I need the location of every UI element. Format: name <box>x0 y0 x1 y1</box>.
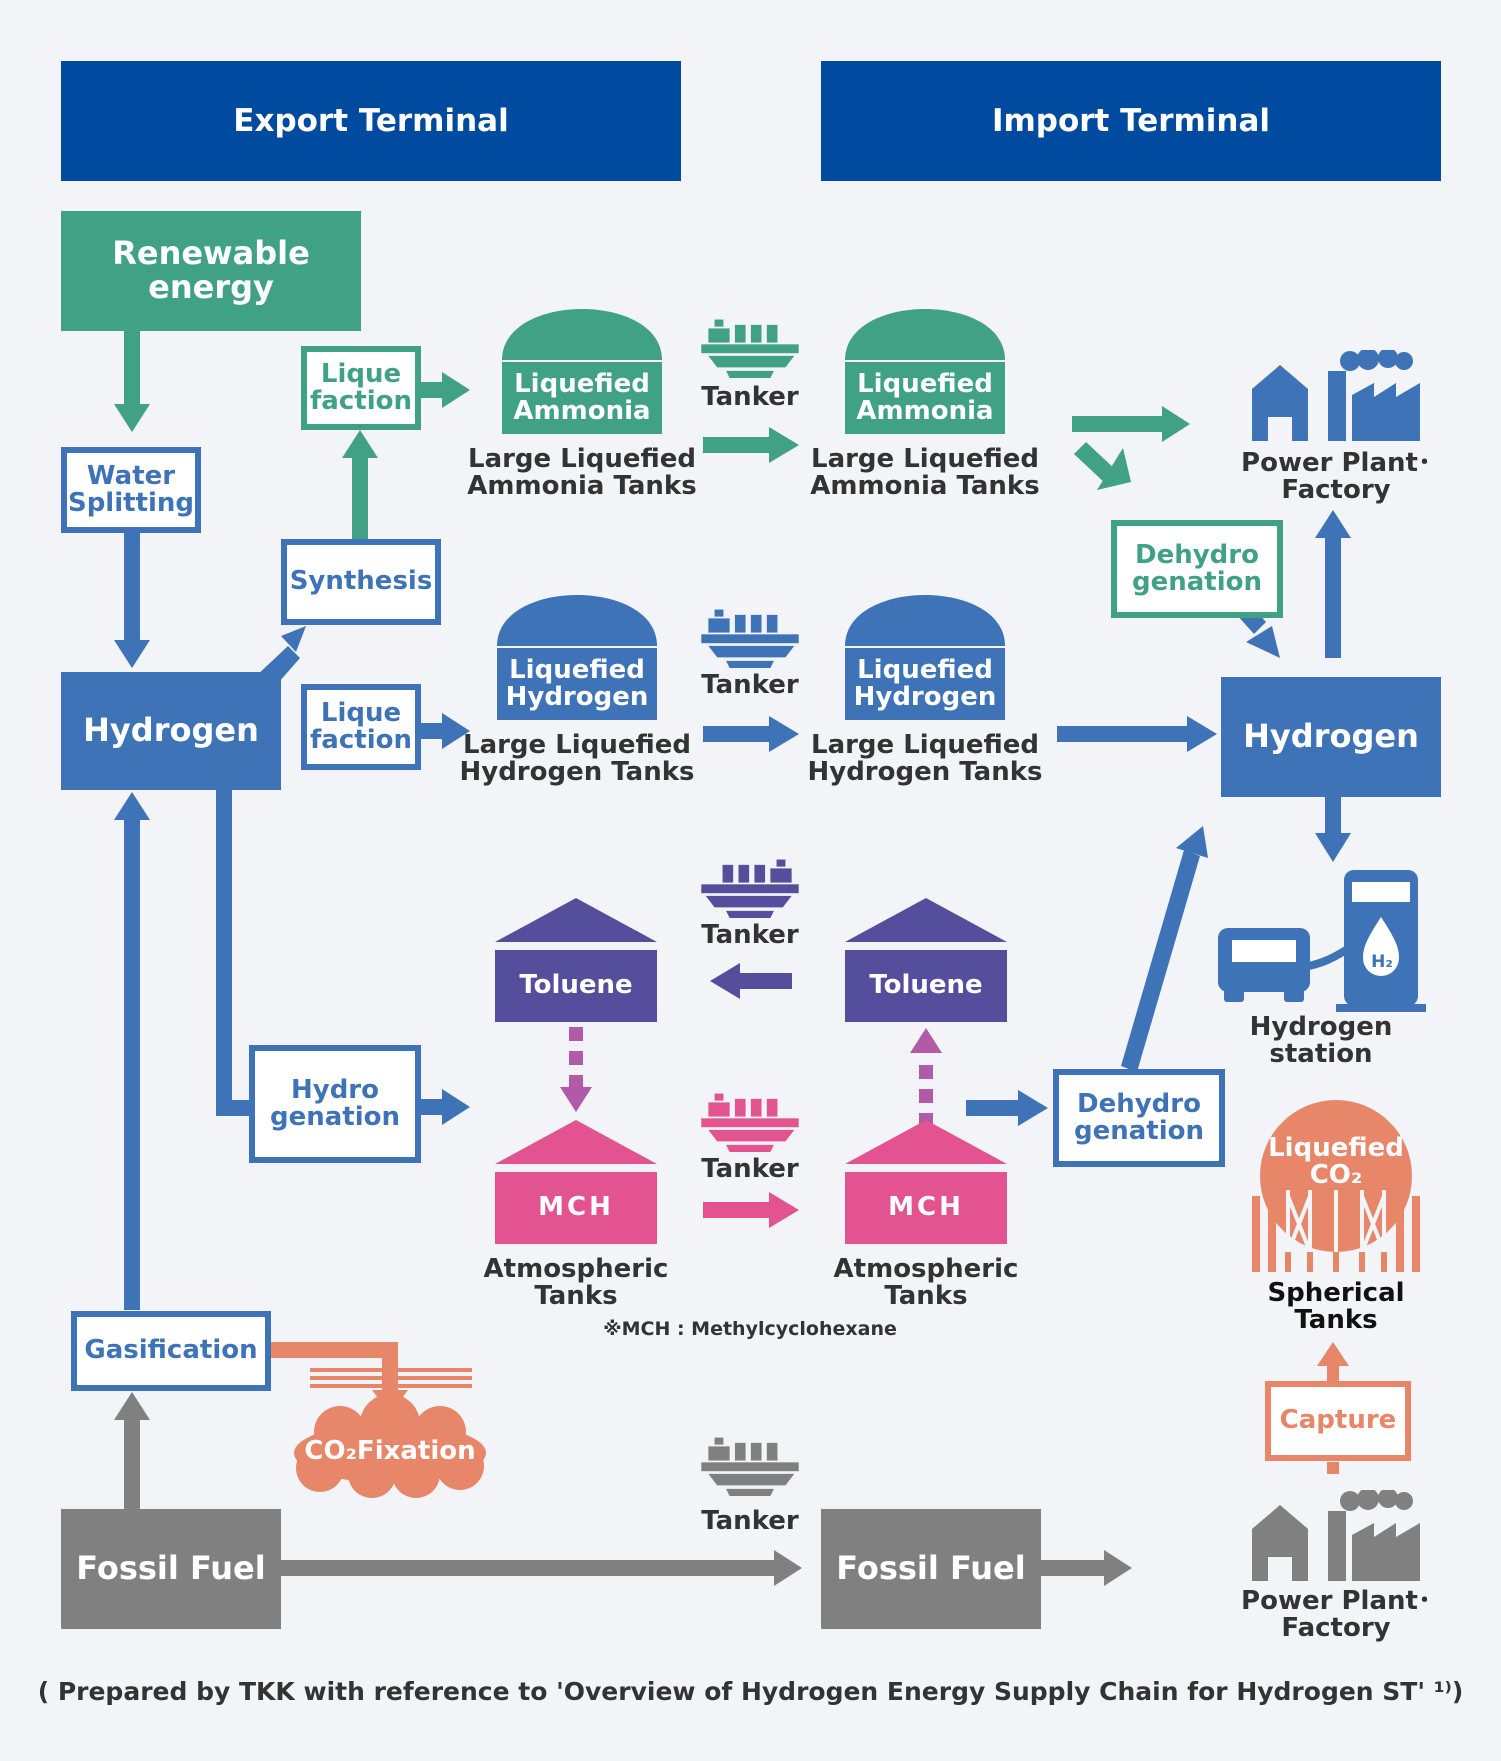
water-splitting-box: Water Splitting <box>61 447 201 533</box>
ammonia-tank-label-import: Liquefied Ammonia <box>856 368 994 426</box>
arrow-mch-to-dehydrogenation <box>966 1090 1048 1126</box>
fossil-fuel-box-import: Fossil Fuel <box>821 1509 1041 1629</box>
power-plant-factory-icon-top <box>1252 350 1420 441</box>
co2-fixation-cloud <box>294 1394 486 1498</box>
arrow-hydrogenation-to-mch <box>418 1089 470 1125</box>
arrow-ammonia-tanker <box>703 427 799 463</box>
tanker-ship-icon-hydrogen <box>701 609 799 668</box>
gasification-box: Gasification <box>71 1311 271 1391</box>
ammonia-tank-label-export: Liquefied Ammonia <box>513 368 651 426</box>
hydrogen-station-icon <box>1218 870 1426 1012</box>
arrow-capture-to-spherical-tanks <box>1317 1342 1349 1474</box>
arrow-fossil-to-gasification <box>114 1392 150 1510</box>
lh2-tank-export <box>497 595 657 720</box>
mch-tanks-caption-import: Atmospheric Tanks <box>833 1253 1019 1311</box>
mch-tank-label-export: MCH <box>538 1192 614 1223</box>
fossil-fuel-box-export: Fossil Fuel <box>61 1509 281 1629</box>
arrow-lh2-to-hydrogen <box>1057 716 1217 752</box>
tanker-ship-icon-ammonia <box>701 319 799 378</box>
mch-tank-import <box>845 1120 1007 1244</box>
lh2-tank-label-import: Liquefied Hydrogen <box>853 654 997 712</box>
h2-symbol: H₂ <box>1371 952 1393 973</box>
arrow-liquefaction-to-lh2 <box>418 713 470 749</box>
liquefied-co2-label: Liquefied CO₂ <box>1268 1132 1404 1190</box>
lh2-tank-label-export: Liquefied Hydrogen <box>505 654 649 712</box>
liquefaction-box-hydrogen: Lique faction <box>301 684 421 770</box>
tanker-label-fossil: Tanker <box>701 1506 799 1537</box>
dashed-arrow-mch-to-toluene <box>910 1028 942 1127</box>
co2-stripes <box>310 1368 472 1388</box>
tanker-ship-icon-toluene <box>701 859 799 918</box>
tanker-label-toluene: Tanker <box>701 920 799 951</box>
lh2-tank-import <box>845 595 1005 720</box>
mch-tank-label-import: MCH <box>888 1192 964 1223</box>
spherical-tanks-label: Spherical Tanks <box>1267 1277 1405 1335</box>
dashed-arrow-toluene-to-mch <box>560 1027 592 1112</box>
arrow-liquefaction-to-ammonia <box>418 372 470 408</box>
arrow-lh2-tanker <box>703 716 799 752</box>
arrow-synthesis-to-liquefaction <box>342 430 378 540</box>
renewable-energy-box: Renewable energy <box>61 211 361 331</box>
arrow-toluene-return <box>710 963 792 999</box>
ammonia-tank-export <box>502 309 662 434</box>
power-plant-factory-icon-bottom <box>1252 1490 1420 1581</box>
hydrogenation-box: Hydro genation <box>249 1045 421 1163</box>
hydrogen-box-import: Hydrogen <box>1221 677 1441 797</box>
capture-box: Capture <box>1265 1381 1411 1461</box>
mch-tanks-caption-export: Atmospheric Tanks <box>483 1253 669 1311</box>
arrow-hydrogen-to-plant <box>1315 510 1351 658</box>
import-terminal-header: Import Terminal <box>821 61 1441 181</box>
tanker-ship-icon-fossil <box>701 1437 799 1496</box>
dehydrogenation-box-ammonia: Dehydro genation <box>1111 520 1283 618</box>
arrow-renewable-to-water <box>114 328 150 432</box>
power-plant-factory-label-top: Power Plant･Factory <box>1241 447 1431 505</box>
mch-footnote: ※MCH : Methylcyclohexane <box>603 1318 897 1341</box>
hydrogen-box-export: Hydrogen <box>61 672 281 790</box>
toluene-tank-export <box>495 898 657 1022</box>
hydrogen-station-label: Hydrogen station <box>1249 1011 1393 1069</box>
arrow-fossil-to-plant <box>1040 1550 1132 1586</box>
tanker-label-hydrogen: Tanker <box>701 670 799 701</box>
ammonia-tanks-caption-export: Large Liquefied Ammonia Tanks <box>467 443 697 501</box>
arrow-fossil-tanker <box>280 1550 802 1586</box>
arrow-dehydrogenation-to-hydrogen <box>1121 826 1208 1072</box>
arrow-mch-tanker <box>703 1192 799 1228</box>
dehydrogenation-box-mch: Dehydro genation <box>1053 1069 1225 1167</box>
toluene-tank-label-import: Toluene <box>869 970 983 1001</box>
arrow-hydrogen-to-hydrogenation <box>216 790 250 1116</box>
tanker-label-ammonia: Tanker <box>701 382 799 413</box>
tanker-label-mch: Tanker <box>701 1154 799 1185</box>
arrow-gasification-to-hydrogen <box>114 792 150 1310</box>
mch-tank-export <box>495 1120 657 1244</box>
lh2-tanks-caption-import: Large Liquefied Hydrogen Tanks <box>807 729 1043 787</box>
arrow-ammonia-to-plant <box>1072 406 1190 442</box>
synthesis-box: Synthesis <box>281 539 441 625</box>
lh2-tanks-caption-export: Large Liquefied Hydrogen Tanks <box>459 729 695 787</box>
toluene-tank-label-export: Toluene <box>519 970 633 1001</box>
co2-spherical-tank <box>1252 1100 1420 1272</box>
arrow-water-to-hydrogen <box>114 528 150 668</box>
co2-fixation-label: CO₂Fixation <box>304 1436 476 1467</box>
arrow-ammonia-to-dehydrogenation <box>1074 442 1131 490</box>
export-terminal-header: Export Terminal <box>61 61 681 181</box>
liquefaction-box-ammonia: Lique faction <box>301 346 421 430</box>
toluene-tank-import <box>845 898 1007 1022</box>
ammonia-tank-import <box>845 309 1005 434</box>
tanker-ship-icon-mch <box>701 1093 799 1152</box>
ammonia-tanks-caption-import: Large Liquefied Ammonia Tanks <box>810 443 1040 501</box>
source-caption: ( Prepared by TKK with reference to 'Ove… <box>37 1676 1464 1706</box>
power-plant-factory-label-bottom: Power Plant･Factory <box>1241 1585 1431 1643</box>
arrow-hydrogen-to-station <box>1315 795 1351 862</box>
